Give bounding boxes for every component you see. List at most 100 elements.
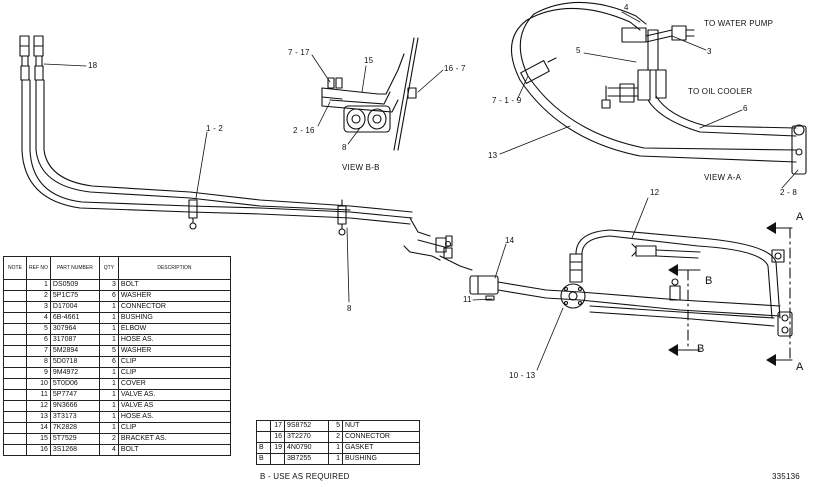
qty-cell: 1 <box>98 411 119 423</box>
note-cell <box>3 422 27 434</box>
qty-cell: 6 <box>98 290 119 302</box>
ref-no-cell: 9 <box>26 367 51 379</box>
part-number-cell: 317087 <box>49 334 100 346</box>
part-number-cell: 5P7747 <box>49 389 100 401</box>
parts-table: NOTE REF NO PART NUMBER QTY DESCRIPTION … <box>3 256 232 456</box>
qty-cell: 1 <box>98 334 119 346</box>
note-cell <box>3 279 27 291</box>
description-cell: GASKET <box>342 442 420 454</box>
ref-no-cell: 16 <box>26 444 51 456</box>
description-cell: CLIP <box>117 356 232 368</box>
ref-no-cell: 4 <box>26 312 51 324</box>
qty-cell: 1 <box>98 367 119 379</box>
part-number-cell: D17004 <box>49 301 100 313</box>
ref-no-cell: 19 <box>270 442 285 454</box>
note-cell <box>3 433 27 445</box>
description-cell: NUT <box>342 420 420 432</box>
description-cell: ELBOW <box>117 323 232 335</box>
qty-cell: 5 <box>328 420 343 432</box>
note-cell <box>3 345 27 357</box>
note-cell <box>3 411 27 423</box>
part-number-cell: 3T2270 <box>284 431 329 443</box>
hose-pair-main <box>19 35 473 271</box>
ref-no-cell: 7 <box>26 345 51 357</box>
ref-no-cell <box>270 453 285 465</box>
part-number-cell: 5P1C75 <box>49 290 100 302</box>
note-cell <box>3 389 27 401</box>
section-a-bottom: A <box>796 361 804 373</box>
qty-cell: 1 <box>328 442 343 454</box>
note-cell <box>3 290 27 302</box>
header-qty: QTY <box>98 256 119 280</box>
qty-cell: 6 <box>98 356 119 368</box>
part-number-cell: 9S8752 <box>284 420 329 432</box>
qty-cell: 1 <box>98 400 119 412</box>
note-cell <box>3 301 27 313</box>
note-cell: B <box>256 453 271 465</box>
document-number: 335136 <box>772 472 800 481</box>
parts-table-header: NOTE REF NO PART NUMBER QTY DESCRIPTION <box>3 256 232 280</box>
callout-2-8: 2 - 8 <box>780 188 798 197</box>
section-a-top: A <box>796 211 804 223</box>
callout-6: 6 <box>743 104 748 113</box>
part-number-cell: 5D0718 <box>49 356 100 368</box>
part-number-cell: 3T3173 <box>49 411 100 423</box>
qty-cell: 1 <box>98 422 119 434</box>
note-cell <box>3 356 27 368</box>
note-cell <box>256 420 271 432</box>
part-number-cell: 5T0D06 <box>49 378 100 390</box>
section-arrows <box>671 227 793 361</box>
note-cell <box>3 367 27 379</box>
header-note: NOTE <box>3 256 27 280</box>
qty-cell: 1 <box>328 453 343 465</box>
ref-no-cell: 14 <box>26 422 51 434</box>
callout-4: 4 <box>624 3 629 12</box>
qty-cell: 2 <box>328 431 343 443</box>
part-number-cell: 6B-4661 <box>49 312 100 324</box>
qty-cell: 1 <box>98 323 119 335</box>
description-cell: WASHER <box>117 345 232 357</box>
callout-8-view-bb: 8 <box>342 143 347 152</box>
header-ref-no: REF NO <box>26 256 51 280</box>
ref-no-cell: 3 <box>26 301 51 313</box>
description-cell: CONNECTOR <box>342 431 420 443</box>
description-cell: VALVE AS <box>117 400 232 412</box>
ref-no-cell: 10 <box>26 378 51 390</box>
view-bb-detail <box>311 37 444 151</box>
header-description: DESCRIPTION <box>117 256 232 280</box>
ref-no-cell: 11 <box>26 389 51 401</box>
qty-cell: 1 <box>98 301 119 313</box>
ref-no-cell: 16 <box>270 431 285 443</box>
callout-1-2: 1 - 2 <box>206 124 224 133</box>
ref-no-cell: 5 <box>26 323 51 335</box>
ref-no-cell: 8 <box>26 356 51 368</box>
ref-no-cell: 13 <box>26 411 51 423</box>
qty-cell: 1 <box>98 378 119 390</box>
qty-cell: 2 <box>98 433 119 445</box>
ref-no-cell: 6 <box>26 334 51 346</box>
description-cell: BOLT <box>117 444 232 456</box>
ref-no-cell: 2 <box>26 290 51 302</box>
description-cell: CLIP <box>117 422 232 434</box>
description-cell: HOSE AS. <box>117 334 232 346</box>
callout-16-7: 16 - 7 <box>444 64 466 73</box>
description-cell: CONNECTOR <box>117 301 232 313</box>
callout-3: 3 <box>707 47 712 56</box>
description-cell: COVER <box>117 378 232 390</box>
note-cell <box>3 323 27 335</box>
